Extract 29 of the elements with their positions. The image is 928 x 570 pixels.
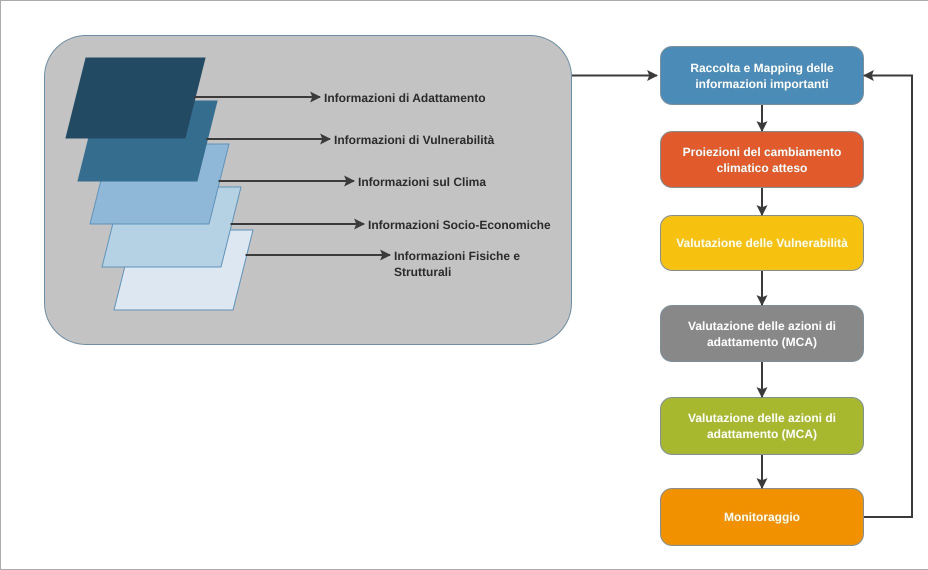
- arrow: [194, 92, 322, 102]
- layer-sheet: [78, 101, 217, 181]
- arrow: [756, 362, 768, 398]
- process-box: Valutazione delle azioni di adattamento (MCA): [660, 397, 864, 455]
- arrow: [230, 218, 366, 230]
- arrow: [756, 271, 768, 306]
- arrow: [572, 70, 658, 81]
- process-box: Monitoraggio: [660, 488, 864, 546]
- layer-sheet: [90, 144, 229, 224]
- arrow: [218, 176, 356, 186]
- rounded-panel: [44, 35, 572, 345]
- layer-label: Informazioni di Vulnerabilità: [334, 132, 524, 148]
- arrow: [756, 188, 768, 216]
- arrow: [862, 70, 913, 518]
- process-box: Raccolta e Mapping delle informazioni importanti: [660, 46, 864, 105]
- process-box: Valutazione delle Vulnerabilità: [660, 215, 864, 271]
- layer-sheet: [114, 230, 253, 310]
- layer-label: Informazioni Fisiche e Strutturali: [394, 248, 544, 280]
- arrow: [206, 134, 332, 144]
- layer-label: Informazioni di Adattamento: [324, 90, 494, 106]
- arrow: [756, 455, 768, 490]
- process-box: Valutazione delle azioni di adattamento (MCA): [660, 305, 864, 362]
- layer-label: Informazioni Socio-Economiche: [368, 217, 571, 233]
- arrow: [246, 250, 392, 260]
- layer-sheet: [66, 58, 205, 138]
- process-box: Proiezioni del cambiamento climatico atteso: [660, 131, 864, 188]
- arrow: [756, 105, 768, 132]
- layer-sheet: [102, 187, 241, 267]
- layer-label: Informazioni sul Clima: [358, 174, 518, 190]
